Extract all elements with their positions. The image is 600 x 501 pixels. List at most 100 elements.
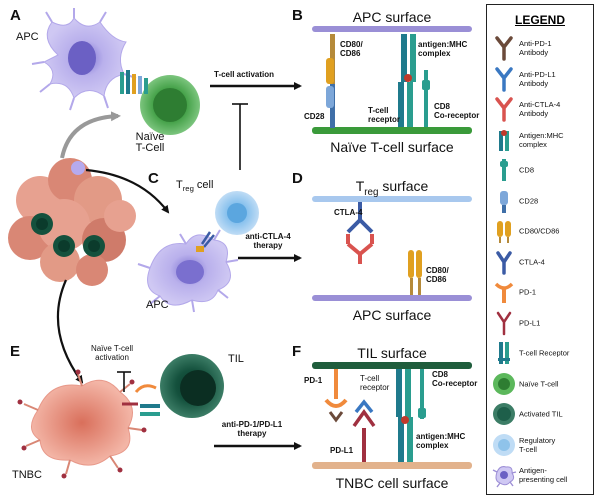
pd1-label-f: PD-1 — [304, 376, 323, 385]
tnbc-cell-e — [17, 369, 147, 479]
apc-surface-title-b: APC surface — [352, 9, 432, 25]
tcr-icon — [491, 338, 517, 368]
legend-item: CD28 — [487, 186, 593, 216]
antibody-icon — [491, 64, 517, 94]
panel-d-diagram — [312, 196, 472, 301]
apc-surface-title-d: APC surface — [352, 307, 432, 323]
panel-label-d: D — [292, 170, 303, 187]
naive-tcell-icon — [491, 369, 517, 399]
pdl1-label-f: PD-L1 — [330, 446, 354, 455]
tnbc-surface-title-f: TNBC cell surface — [335, 475, 449, 491]
legend-title: LEGEND — [514, 13, 565, 27]
ctla4-icon — [491, 247, 517, 277]
treg-cell-label-c: Treg cell — [176, 179, 214, 194]
activated-til-icon — [491, 399, 517, 429]
ctla4-label-d: CTLA-4 — [334, 208, 363, 217]
legend-item: CD80/CD86 — [487, 216, 593, 246]
legend-item-label: CD8 — [519, 165, 535, 175]
gray-arrow-a — [60, 111, 121, 159]
synapse-receptors-a — [120, 70, 148, 94]
legend-item: Antigen-presenting cell — [487, 460, 593, 490]
legend-item: T-cell Receptor — [487, 338, 593, 368]
antibody-icon — [491, 33, 517, 63]
cd28-label-b: CD28 — [304, 112, 325, 121]
til-label-e: TIL — [228, 353, 244, 365]
arrow-to-treg — [85, 168, 170, 214]
til-cell-e — [160, 354, 224, 418]
panel-f-diagram — [312, 362, 472, 469]
panel-b-diagram — [312, 26, 472, 134]
apc-label-c: APC — [146, 299, 169, 311]
inhibition-marker-e — [117, 371, 131, 392]
cd80-label-b: CD80/CD86 — [340, 40, 363, 59]
legend-item-label: PD-L1 — [519, 318, 541, 327]
legend-item-label: Naïve T-cell — [519, 379, 559, 388]
panel-label-c: C — [148, 170, 159, 187]
tnbc-label-e: TNBC — [12, 469, 42, 481]
cd80-icon — [491, 216, 517, 246]
naive-tcell-a — [140, 75, 200, 135]
apc-icon — [491, 460, 517, 490]
cd8-icon — [491, 155, 517, 185]
inhibition-marker-treg — [232, 103, 248, 170]
legend-item-label: PD-1 — [519, 287, 537, 297]
apc-label-a: APC — [16, 31, 39, 43]
panel-label-e: E — [10, 343, 21, 360]
arrow-label-activation: T-cell activation — [214, 70, 275, 79]
apc-cell-c — [137, 229, 239, 313]
treg-surface-title-d: Treg surface — [355, 178, 429, 198]
legend-item: Naïve T-cell — [487, 369, 593, 399]
tumor-cluster — [8, 158, 136, 286]
apc-cell-a — [31, 8, 137, 111]
treg-icon — [491, 430, 517, 460]
pd1-icon — [491, 277, 517, 307]
til-surface-title-f: TIL surface — [357, 345, 427, 361]
legend-item-label: CD28 — [519, 196, 539, 205]
panel-label-b: B — [292, 7, 303, 24]
legend-item: CTLA-4 — [487, 247, 593, 277]
legend-item: Activated TIL — [487, 399, 593, 429]
legend-item-label: CTLA-4 — [519, 257, 545, 266]
legend-item-label: T-cell Receptor — [519, 348, 570, 358]
pdl1-icon — [491, 308, 517, 338]
arrow-to-tnbc — [56, 279, 84, 384]
legend-item: PD-1 — [487, 277, 593, 307]
legend-item-label: CD80/CD86 — [519, 226, 560, 236]
pd1-synapse-e — [122, 384, 160, 416]
mhc-icon — [491, 125, 517, 155]
legend-item-label: Antigen-presenting cell — [519, 466, 568, 484]
treg-cell-c — [215, 191, 259, 235]
legend-item: PD-L1 — [487, 308, 593, 338]
panel-label-a: A — [10, 7, 21, 24]
legend-item: CD8 — [487, 155, 593, 185]
antibody-icon — [491, 94, 517, 124]
cd28-icon — [491, 186, 517, 216]
cd80-label-d: CD80/CD86 — [426, 266, 449, 285]
naive-tcell-surface-title-b: Naïve T-cell surface — [330, 139, 454, 155]
panel-label-f: F — [292, 343, 302, 360]
legend-item-label: Activated TIL — [519, 409, 563, 419]
ctla4-binding-c — [196, 231, 215, 252]
